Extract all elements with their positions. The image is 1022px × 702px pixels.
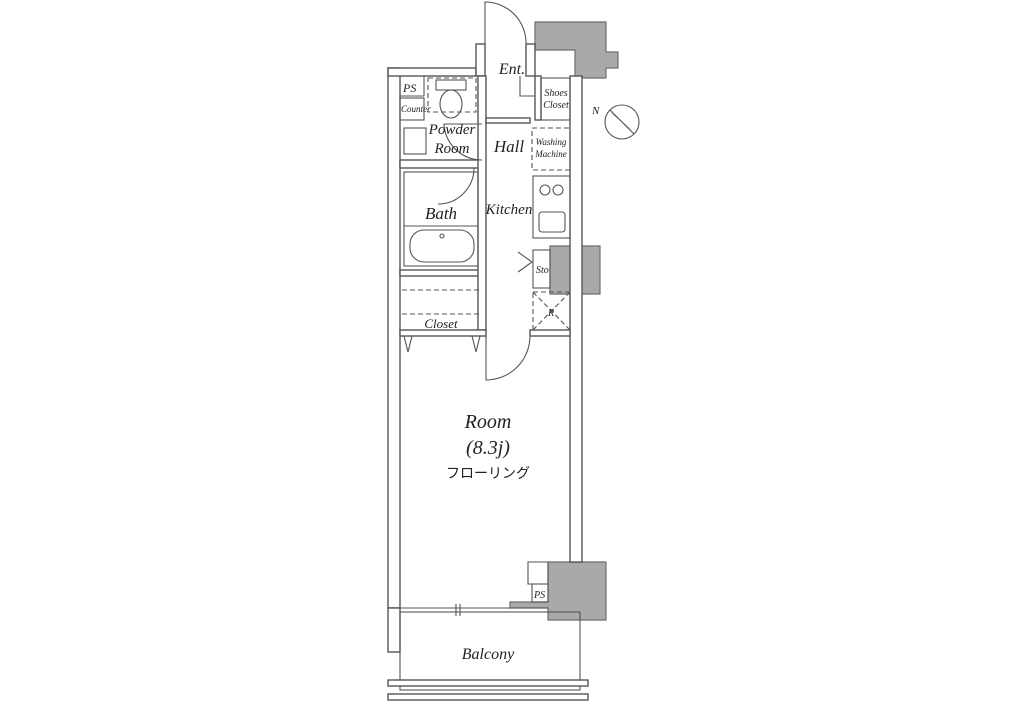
counter-label: Counter <box>401 104 431 114</box>
fixtures <box>402 77 571 603</box>
doors <box>403 1 549 585</box>
washing-machine <box>531 127 571 171</box>
washing-machine-label-1: Washing <box>536 137 567 147</box>
wall-top-ent-left <box>475 43 486 77</box>
toilet-tank <box>435 79 467 91</box>
shoes-closet-label-1: Shoes <box>544 88 567 99</box>
ps-bottom-label: PS <box>533 590 545 601</box>
storage-door <box>517 251 533 273</box>
exterior-walls <box>387 43 589 701</box>
kitchen-counter <box>532 175 571 239</box>
wall-ent-step <box>485 117 531 124</box>
shoes-closet-label-2: Closet <box>543 100 569 111</box>
washbasin <box>403 127 427 155</box>
compass-needle <box>609 109 635 135</box>
wall-ent-right <box>534 75 542 121</box>
kitchen-sink <box>538 211 566 233</box>
wall-right <box>569 75 583 563</box>
wall-closet-bottom <box>399 329 487 337</box>
wall-left <box>387 67 401 609</box>
entrance-door <box>484 1 527 45</box>
powder-room-door <box>443 123 483 161</box>
closet-door-left <box>403 335 413 353</box>
fridge-x-2 <box>532 291 571 331</box>
ps-bottom-step <box>527 561 549 585</box>
bathtub-drain <box>439 233 445 239</box>
counter-box <box>399 97 425 121</box>
column-bottom-right <box>509 561 607 621</box>
wall-left-lower <box>387 607 401 653</box>
flooring-label: フローリング <box>446 465 530 481</box>
shoes-closet <box>540 77 571 121</box>
hall-label: Hall <box>493 137 525 156</box>
balcony-rail <box>387 679 589 687</box>
north-label: N <box>591 105 600 117</box>
ps-top-label: PS <box>402 81 416 95</box>
compass: N <box>591 104 640 140</box>
bath-door <box>437 167 475 205</box>
room-size-label: (8.3j) <box>466 437 510 459</box>
storage-box <box>532 249 551 289</box>
balcony-label: Balcony <box>462 646 515 663</box>
wall-top-left <box>387 67 477 77</box>
powder-room-label-1: Powder <box>428 122 476 138</box>
shoes-door <box>519 76 535 97</box>
room-labels: PS Counter Powder Room Ent. Shoes Closet… <box>401 61 569 663</box>
bathtub-frame <box>403 171 479 267</box>
powder-room-label-2: Room <box>434 141 470 157</box>
structural-columns <box>509 21 619 621</box>
stove-burner-1 <box>539 184 551 196</box>
bathtub <box>409 229 475 263</box>
toilet-bowl <box>439 89 463 119</box>
stove-burner-2 <box>552 184 564 196</box>
balcony-rail-2 <box>387 693 589 701</box>
compass-circle <box>604 104 640 140</box>
column-top-right <box>534 21 619 79</box>
storage-label: Sto <box>536 265 549 276</box>
closet-door-right <box>471 335 481 353</box>
room-door <box>485 335 531 381</box>
toilet-area <box>427 77 477 113</box>
refrigerator <box>532 291 571 331</box>
wall-bath-closet <box>399 269 483 277</box>
entrance-label: Ent. <box>498 61 525 78</box>
washing-machine-label-2: Machine <box>534 149 567 159</box>
room-label: Room <box>464 411 512 433</box>
wall-powder-bath <box>399 159 483 169</box>
refrigerator-label: R <box>547 308 554 319</box>
closet-label: Closet <box>424 316 458 331</box>
wall-top-ent-right <box>525 43 536 77</box>
bath-label: Bath <box>425 204 457 223</box>
wall-hall-bottom <box>529 329 571 337</box>
interior-walls <box>399 75 571 337</box>
kitchen-label: Kitchen <box>485 202 533 218</box>
